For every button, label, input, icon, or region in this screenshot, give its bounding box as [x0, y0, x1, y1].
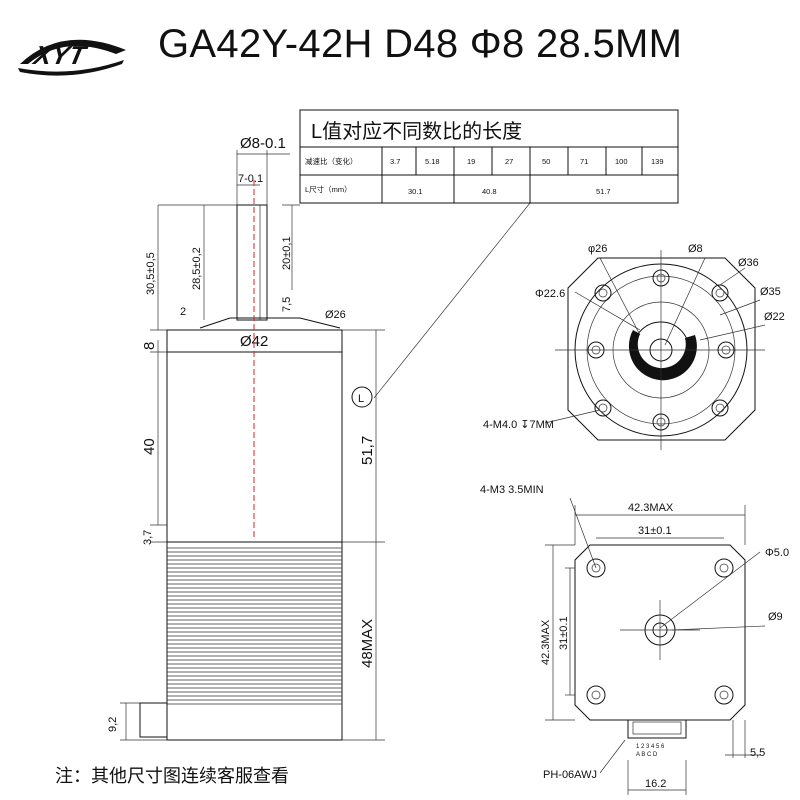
flange-label: 8: [141, 342, 158, 350]
xyt-logo: XYT: [18, 39, 126, 76]
mount-hole-inner: [715, 288, 725, 298]
step-label: 2: [180, 306, 186, 318]
pin-letters: A B C D: [636, 752, 658, 758]
d22-label: Ø22: [764, 311, 785, 323]
shaft-len-label: 28,5±0,2: [191, 247, 203, 290]
ratio-cell: 19: [467, 157, 475, 166]
motor-rear-view: 42.3MAX 31±0.1 42.3MAX 31±0.1 4-M3 3.5MI…: [480, 484, 789, 795]
d9-label: Ø9: [768, 611, 783, 623]
l-total-label: 51,7: [359, 436, 376, 465]
mount-hole-inner: [598, 288, 608, 298]
d8-label: Ø8: [688, 243, 703, 255]
table-row1-label: 减速比（变化）: [305, 156, 358, 166]
length-cell: 51.7: [596, 187, 611, 196]
gap-label: 3,7: [142, 530, 154, 545]
mount-hole: [594, 399, 612, 417]
pin-numbers: 1 2 3 4 5 6: [636, 744, 665, 750]
base-label: 9,2: [107, 717, 119, 732]
boss-dia-label: Ø26: [325, 309, 346, 321]
table-heading: L值对应不同数比的长度: [311, 120, 522, 143]
cooling-fins: [167, 547, 342, 705]
m3-holes-label: 4-M3 3.5MIN: [480, 484, 544, 496]
ratio-cell: 3.7: [390, 157, 400, 166]
gearbox-dia-label: Ø42: [240, 333, 268, 350]
ratio-cell: 27: [505, 157, 513, 166]
flat-len-label: 20±0,1: [281, 236, 293, 270]
mount-hole-inner: [598, 403, 608, 413]
m4-holes-label: 4-M4.0 ↧7MM: [483, 419, 554, 431]
l-mark: L: [358, 393, 364, 405]
ratio-cell: 100: [615, 157, 628, 166]
shaft-total-label: 30,5±0,5: [145, 252, 157, 295]
length-table: L值对应不同数比的长度 减速比（变化） 3.7 5.18 19 27 50 71…: [299, 109, 679, 399]
conn-width-label: 16.2: [645, 778, 666, 790]
length-cell: 30.1: [408, 187, 423, 196]
footnote: 注：其他尺寸图连续客服查看: [55, 766, 289, 786]
pitch-label: 31±0.1: [638, 525, 672, 537]
flat-label: 7-0.1: [238, 173, 263, 185]
d26-label: φ26: [588, 243, 607, 255]
gear-len-label: 40: [141, 438, 158, 455]
d5-label: Φ5.0: [765, 547, 789, 559]
ratio-cell: 139: [651, 157, 664, 166]
d22-6-label: Φ22.6: [535, 288, 565, 300]
page-title: GA42Y-42H D48 Φ8 28.5MM: [158, 22, 683, 66]
d35-label: Ø35: [760, 286, 781, 298]
logo-text: XYT: [29, 40, 90, 70]
connector-label: PH-06AWJ: [543, 769, 597, 781]
ratio-cell: 5.18: [425, 157, 440, 166]
mount-hole: [711, 399, 729, 417]
shaft-dia-label: Ø8-0.1: [240, 135, 286, 152]
shoulder-label: 7,5: [281, 297, 293, 312]
d36-label: Ø36: [738, 257, 759, 269]
pitch-v-label: 31±0.1: [558, 616, 570, 650]
ratio-cell: 50: [542, 157, 550, 166]
length-cell: 40.8: [482, 187, 497, 196]
table-row2-label: L尺寸（mm）: [305, 184, 352, 194]
gearbox-front-view: φ26 Ø8 Ø36 Φ22.6 Ø35 Ø22 4-M4.0 ↧7MM: [483, 243, 785, 450]
mount-hole: [594, 284, 612, 302]
width-label: 42.3MAX: [628, 502, 674, 514]
conn-offset-label: 5,5: [750, 747, 765, 759]
mount-hole-inner: [715, 403, 725, 413]
side-view: Ø8-0.1 7-0.1 20±0,1 7,5 30,5±0,5 28,5±0,…: [107, 135, 385, 741]
height-label: 42.3MAX: [540, 619, 552, 665]
motor-len-label: 48MAX: [359, 619, 376, 668]
ratio-cell: 71: [580, 157, 588, 166]
